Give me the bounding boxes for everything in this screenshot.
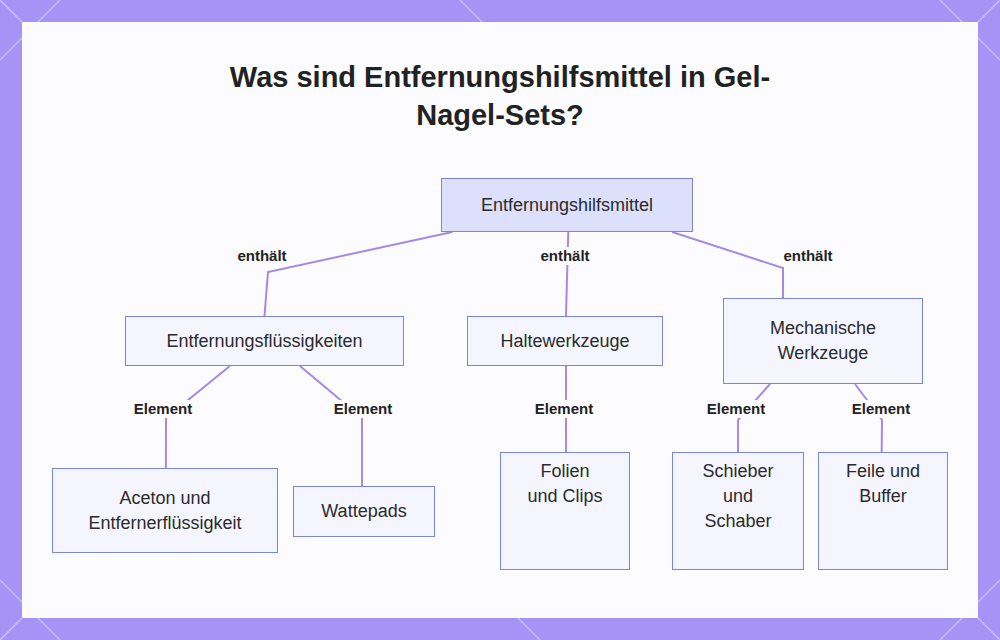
concept-box: Entfernungsflüssigkeiten <box>125 316 404 366</box>
concept-box: Mechanische Werkzeuge <box>723 298 923 384</box>
node-label: Wattepads <box>321 499 406 524</box>
edge-label: Element <box>332 400 394 418</box>
edge-label: Element <box>705 400 767 418</box>
node-label: Schieber und Schaber <box>693 459 783 534</box>
node-label: Entfernungsflüssigkeiten <box>166 329 362 354</box>
concept-box: Schieber und Schaber <box>672 452 804 570</box>
node-label: Feile und Buffer <box>835 459 931 509</box>
concept-box: Wattepads <box>293 486 435 537</box>
edge-label: enthält <box>538 247 591 265</box>
concept-box: Entfernungshilfsmittel <box>441 178 693 232</box>
connector-line <box>738 384 770 452</box>
node-label: Haltewerkzeuge <box>500 329 629 354</box>
concept-box: Folien und Clips <box>500 452 630 570</box>
node-label: Aceton und Entfernerflüssigkeit <box>67 486 263 536</box>
edge-label: enthält <box>235 247 288 265</box>
edge-label: Element <box>132 400 194 418</box>
node-label: Folien und Clips <box>527 459 603 509</box>
edge-label: Element <box>850 400 912 418</box>
connector-line <box>300 366 362 486</box>
corner-line <box>518 618 540 640</box>
concept-box: Aceton und Entfernerflüssigkeit <box>52 468 278 553</box>
connector-line <box>855 384 882 452</box>
node-label: Mechanische Werkzeuge <box>736 316 910 366</box>
connector-line <box>265 232 453 316</box>
diagram-title: Was sind Entfernungshilfsmittel in Gel-N… <box>200 58 800 134</box>
corner-line <box>0 618 22 640</box>
corner-line <box>0 0 22 22</box>
edge-label: enthält <box>781 247 834 265</box>
edge-label: Element <box>533 400 595 418</box>
corner-line <box>978 0 1000 22</box>
connector-line <box>566 232 568 316</box>
concept-box: Feile und Buffer <box>818 452 948 570</box>
connector-line <box>672 232 783 298</box>
node-label: Entfernungshilfsmittel <box>481 193 653 218</box>
concept-box: Haltewerkzeuge <box>467 316 663 366</box>
corner-line <box>978 618 1000 640</box>
corner-line <box>460 0 482 22</box>
